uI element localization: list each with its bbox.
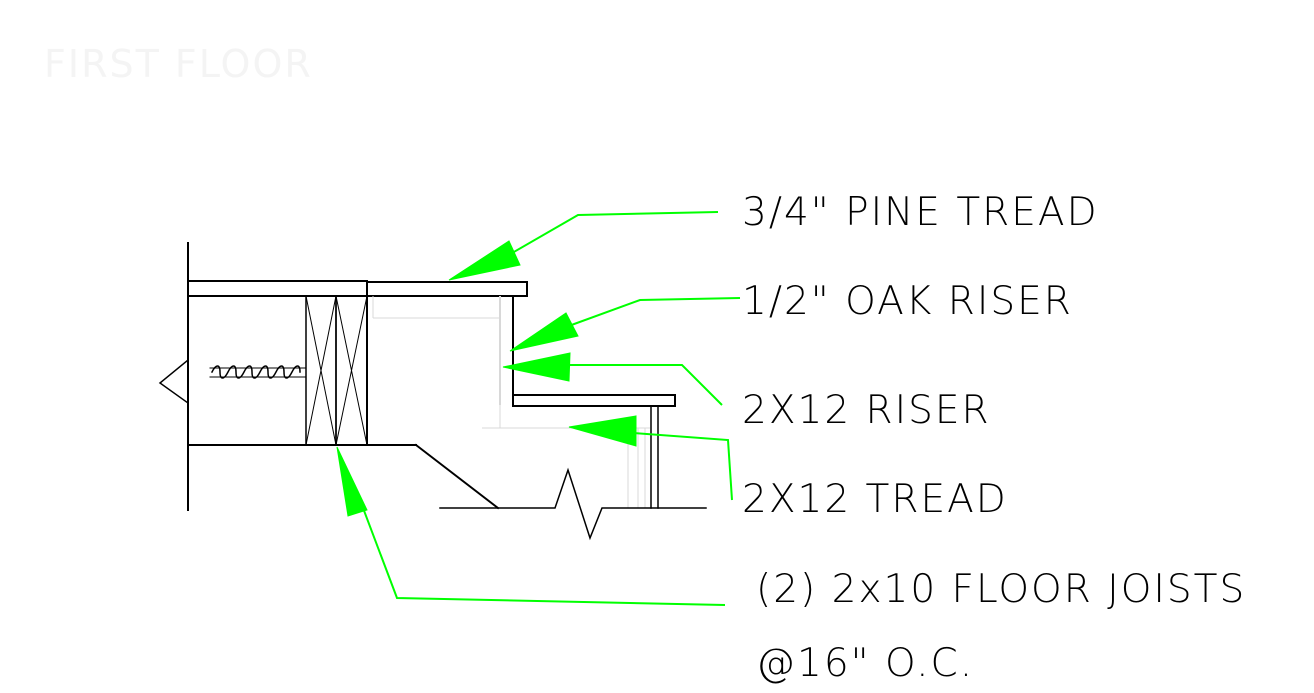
leader-2x12-riser bbox=[502, 352, 723, 406]
label-2x12-tread: 2X12 TREAD bbox=[742, 477, 1008, 522]
label-oak-riser: 1/2" OAK RISER bbox=[742, 279, 1073, 324]
label-floor-joists-line2: @16" O.C. bbox=[756, 641, 974, 686]
drawing-title: FIRST FLOOR bbox=[44, 42, 313, 86]
pine-tread-upper bbox=[366, 281, 528, 297]
insulation-symbol bbox=[210, 365, 301, 379]
leader-pine-tread bbox=[448, 211, 719, 281]
joist-1-cross-b bbox=[305, 295, 337, 446]
ceiling-slope-line bbox=[414, 443, 500, 510]
wall-break-symbol bbox=[158, 358, 190, 405]
label-floor-joists-line1: (2) 2x10 FLOOR JOISTS bbox=[756, 567, 1246, 612]
label-pine-tread: 3/4" PINE TREAD bbox=[742, 190, 1099, 235]
joist-2-cross-b bbox=[335, 295, 368, 446]
leader-oak-riser bbox=[509, 297, 741, 352]
pine-tread-lower bbox=[512, 394, 676, 407]
leader-floor-joists bbox=[336, 446, 726, 606]
lower-floor-break-line bbox=[439, 467, 707, 541]
leader-2x12-tread bbox=[568, 415, 733, 501]
label-2x12-riser: 2X12 RISER bbox=[742, 388, 991, 433]
